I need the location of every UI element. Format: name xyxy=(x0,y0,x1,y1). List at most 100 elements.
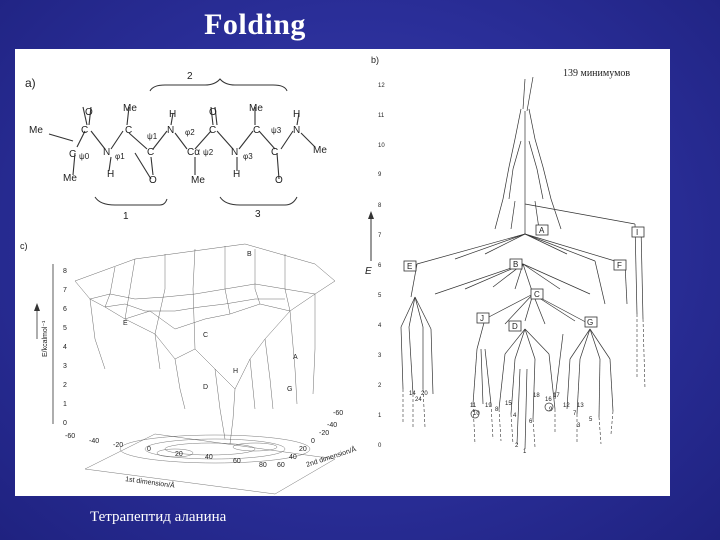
backbone-bonds xyxy=(48,106,316,180)
svg-text:10: 10 xyxy=(378,143,385,149)
svg-text:3: 3 xyxy=(63,363,67,370)
svg-text:5: 5 xyxy=(63,325,67,332)
svg-text:B: B xyxy=(247,251,252,258)
minima-count-annotation: 139 минимумов xyxy=(563,68,630,79)
svg-text:Me: Me xyxy=(191,175,205,186)
svg-text:9: 9 xyxy=(549,407,553,413)
svg-text:10: 10 xyxy=(473,411,480,417)
x-axis-label: 1st dimension/Å xyxy=(125,474,176,490)
svg-text:0: 0 xyxy=(63,420,67,427)
leaf-labels: 14 20 24 11 19 15 8 18 16 17 12 13 10 9 … xyxy=(409,391,593,455)
svg-text:O: O xyxy=(209,107,217,118)
node-c: C xyxy=(530,288,544,300)
node-j: J xyxy=(476,312,490,324)
z-ticks: 8 7 6 5 4 3 2 1 0 xyxy=(63,268,67,427)
peptide-structure: a) 2 xyxy=(25,71,327,222)
bracket-2 xyxy=(149,78,288,92)
bracket-3-label: 3 xyxy=(255,209,261,220)
svg-text:2: 2 xyxy=(63,382,67,389)
svg-text:12: 12 xyxy=(378,83,385,89)
svg-text:40: 40 xyxy=(289,454,297,461)
svg-text:B: B xyxy=(513,260,518,269)
svg-text:N: N xyxy=(293,125,300,136)
svg-text:F: F xyxy=(617,261,622,270)
svg-text:20: 20 xyxy=(421,391,428,397)
svg-text:J: J xyxy=(480,314,484,323)
svg-text:Cα: Cα xyxy=(187,147,200,158)
panel-b-label: b) xyxy=(371,55,379,65)
svg-text:8: 8 xyxy=(495,407,499,413)
svg-text:C: C xyxy=(125,125,132,136)
z-axis-arrowhead xyxy=(34,303,40,311)
svg-text:-40: -40 xyxy=(327,422,337,429)
svg-text:H: H xyxy=(169,109,176,120)
bracket-2-label: 2 xyxy=(187,71,193,82)
svg-text:7: 7 xyxy=(63,287,67,294)
svg-text:φ2: φ2 xyxy=(185,128,195,137)
svg-text:C: C xyxy=(147,147,154,158)
svg-text:E: E xyxy=(123,320,128,327)
z-axis-label: E/kcalmol⁻¹ xyxy=(42,320,49,357)
svg-text:19: 19 xyxy=(485,403,492,409)
svg-text:1: 1 xyxy=(63,401,67,408)
svg-text:17: 17 xyxy=(553,393,560,399)
panel-c-label: c) xyxy=(20,241,28,251)
svg-text:-60: -60 xyxy=(65,433,75,440)
node-d: D xyxy=(508,320,522,332)
svg-text:20: 20 xyxy=(299,446,307,453)
surface-labels: B E C D H G A xyxy=(123,251,298,393)
node-g: G xyxy=(584,316,598,328)
svg-text:14: 14 xyxy=(409,391,416,397)
svg-text:6: 6 xyxy=(529,419,533,425)
svg-text:Me: Me xyxy=(313,145,327,156)
bracket-1-label: 1 xyxy=(123,211,129,222)
y-axis-label: 2nd dimension/Å xyxy=(305,444,358,469)
y-ticks-3d: -60 -40 -20 0 20 40 60 xyxy=(277,410,343,469)
contour-base xyxy=(84,433,336,495)
svg-text:φ3: φ3 xyxy=(243,152,253,161)
svg-text:11: 11 xyxy=(378,113,385,119)
svg-text:5: 5 xyxy=(589,417,593,423)
svg-text:H: H xyxy=(293,109,300,120)
svg-text:7: 7 xyxy=(378,233,382,239)
svg-text:-60: -60 xyxy=(333,410,343,417)
svg-text:G: G xyxy=(287,386,292,393)
node-e: E xyxy=(403,260,417,272)
node-i: I xyxy=(631,226,645,238)
leaf-circle-right xyxy=(544,402,554,412)
svg-text:A: A xyxy=(539,226,545,235)
svg-text:60: 60 xyxy=(233,458,241,465)
svg-text:8: 8 xyxy=(63,268,67,275)
svg-text:9: 9 xyxy=(378,172,382,178)
energy-axis-arrowhead xyxy=(368,211,374,219)
node-f: F xyxy=(613,259,627,271)
svg-text:C: C xyxy=(253,125,260,136)
svg-text:H: H xyxy=(107,169,114,180)
svg-text:4: 4 xyxy=(63,344,67,351)
panel-a-label: a) xyxy=(25,76,36,90)
svg-text:ψ3: ψ3 xyxy=(271,126,282,135)
svg-text:H: H xyxy=(233,169,240,180)
svg-text:7: 7 xyxy=(573,411,577,417)
x-ticks: -60 -40 -20 0 20 40 60 80 xyxy=(65,433,267,469)
svg-text:40: 40 xyxy=(205,454,213,461)
svg-text:C: C xyxy=(81,125,88,136)
energy-surface-plot: c) 8 7 6 5 4 3 2 1 0 E/kcalmol⁻¹ xyxy=(20,241,358,495)
y-ticks: 12 11 10 9 8 7 6 5 4 3 2 1 0 xyxy=(378,83,385,449)
svg-text:H: H xyxy=(233,368,238,375)
bracket-3 xyxy=(219,196,298,206)
tree-branches xyxy=(400,76,644,450)
svg-text:C: C xyxy=(271,147,278,158)
tree-nodes: A B C D E F G I J xyxy=(403,224,645,332)
svg-text:C: C xyxy=(534,290,540,299)
svg-text:Me: Me xyxy=(29,125,43,136)
svg-text:12: 12 xyxy=(563,403,570,409)
svg-text:C: C xyxy=(69,149,76,160)
svg-text:4: 4 xyxy=(378,323,382,329)
svg-text:15: 15 xyxy=(505,401,512,407)
tree-dashes xyxy=(402,314,646,448)
leaf-circle-left xyxy=(470,409,480,419)
svg-text:1: 1 xyxy=(378,413,382,419)
svg-text:3: 3 xyxy=(378,353,382,359)
svg-text:D: D xyxy=(512,322,518,331)
